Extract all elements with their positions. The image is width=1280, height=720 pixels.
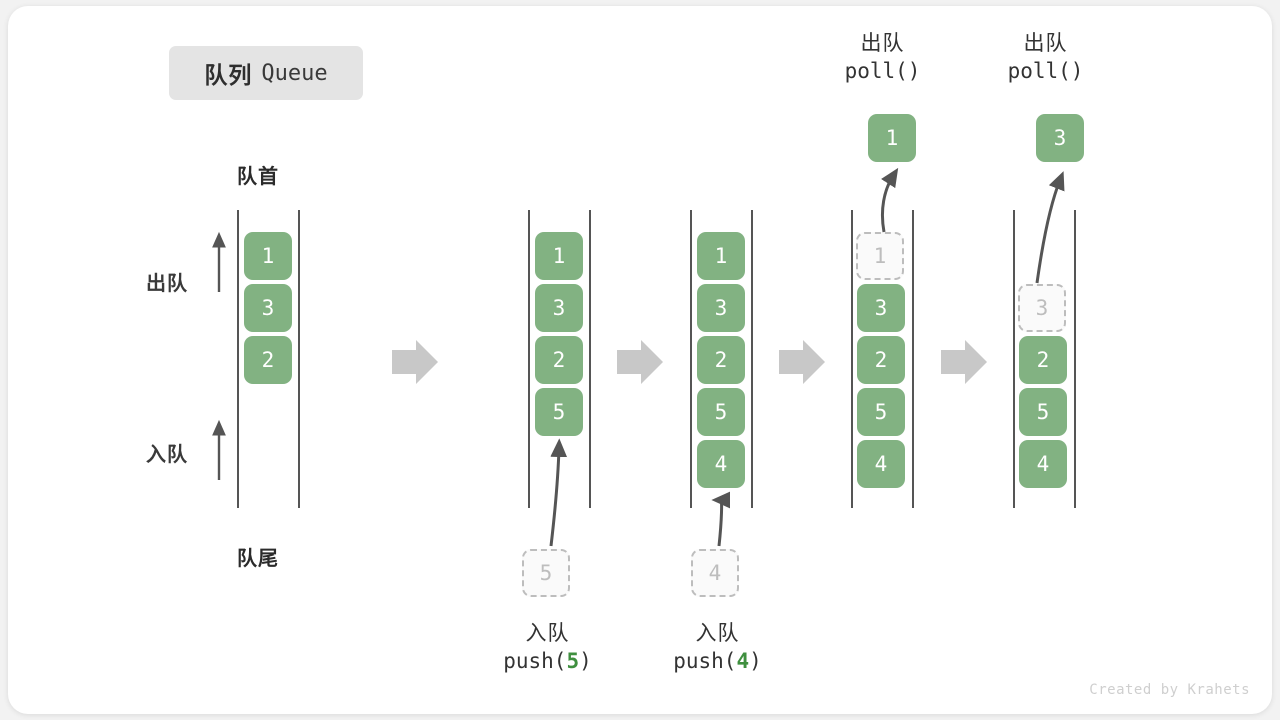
operation-cn: 入队 xyxy=(695,622,740,645)
queue-cell: 2 xyxy=(857,336,905,384)
queue-cell: 3 xyxy=(697,284,745,332)
operation-cn: 入队 xyxy=(525,622,570,645)
queue-cell: 5 xyxy=(697,388,745,436)
code-suffix: ) xyxy=(749,648,762,673)
rail-right xyxy=(751,210,753,508)
operation-cn: 出队 xyxy=(860,32,905,55)
queue-cell: 3 xyxy=(857,284,905,332)
removed-ghost-cell: 3 xyxy=(1018,284,1066,332)
operation-code: push(4) xyxy=(610,648,825,676)
rail-left xyxy=(1013,210,1015,508)
enqueue-direction-label: 入队 xyxy=(146,444,188,466)
code-number: 5 xyxy=(566,648,580,673)
removed-ghost-cell: 1 xyxy=(856,232,904,280)
step-arrow-icon xyxy=(617,340,663,384)
queue-cell: 5 xyxy=(1019,388,1067,436)
step-arrow-icon xyxy=(392,340,438,384)
push-5-arrow-icon xyxy=(549,438,568,547)
queue-cell: 2 xyxy=(1019,336,1067,384)
push-4-arrow-icon xyxy=(711,491,731,547)
rail-left xyxy=(851,210,853,508)
poll-1-arrow-icon xyxy=(880,167,899,233)
rail-left xyxy=(690,210,692,508)
queue-cell-new: 4 xyxy=(697,440,745,488)
operation-caption-poll-1: 出队 poll() xyxy=(800,30,965,85)
operation-code: poll() xyxy=(1007,58,1084,83)
rail-left xyxy=(528,210,530,508)
operation-caption-poll-3: 出队 poll() xyxy=(963,30,1128,85)
code-prefix: push( xyxy=(673,648,737,673)
step-arrow-icon xyxy=(941,340,987,384)
queue-head-label: 队首 xyxy=(237,166,279,188)
queue-cell: 4 xyxy=(1019,440,1067,488)
queue-cell: 1 xyxy=(697,232,745,280)
poll-3-arrow-icon xyxy=(1035,171,1065,284)
queue-cell: 1 xyxy=(244,232,292,280)
diagram-title-badge: 队列 Queue xyxy=(169,46,363,100)
queue-cell: 3 xyxy=(535,284,583,332)
queue-cell: 2 xyxy=(244,336,292,384)
queue-cell: 2 xyxy=(535,336,583,384)
code-prefix: push( xyxy=(503,648,567,673)
rail-right xyxy=(298,210,300,508)
queue-cell-new: 5 xyxy=(535,388,583,436)
operation-code: push(5) xyxy=(440,648,655,676)
rail-right xyxy=(589,210,591,508)
rail-right xyxy=(1074,210,1076,508)
queue-cell: 1 xyxy=(535,232,583,280)
operation-caption-push-4: 入队 push(4) xyxy=(610,620,825,675)
queue-cell: 2 xyxy=(697,336,745,384)
operation-cn: 出队 xyxy=(1023,32,1068,55)
queue-cell: 3 xyxy=(244,284,292,332)
dequeue-direction-label: 出队 xyxy=(146,273,188,295)
title-cn: 队列 xyxy=(204,62,253,88)
queue-tail-label: 队尾 xyxy=(237,548,279,570)
rail-left xyxy=(237,210,239,508)
queue-cell: 5 xyxy=(857,388,905,436)
operation-code: poll() xyxy=(844,58,921,83)
title-en: Queue xyxy=(261,60,328,86)
incoming-ghost-cell: 4 xyxy=(691,549,739,597)
operation-caption-push-5: 入队 push(5) xyxy=(440,620,655,675)
rail-right xyxy=(912,210,914,508)
code-suffix: ) xyxy=(579,648,592,673)
credit-text: Created by Krahets xyxy=(1089,682,1250,698)
outgoing-cell: 1 xyxy=(868,114,916,162)
outgoing-cell: 3 xyxy=(1036,114,1084,162)
step-arrow-icon xyxy=(779,340,825,384)
queue-cell: 4 xyxy=(857,440,905,488)
incoming-ghost-cell: 5 xyxy=(522,549,570,597)
code-number: 4 xyxy=(736,648,750,673)
